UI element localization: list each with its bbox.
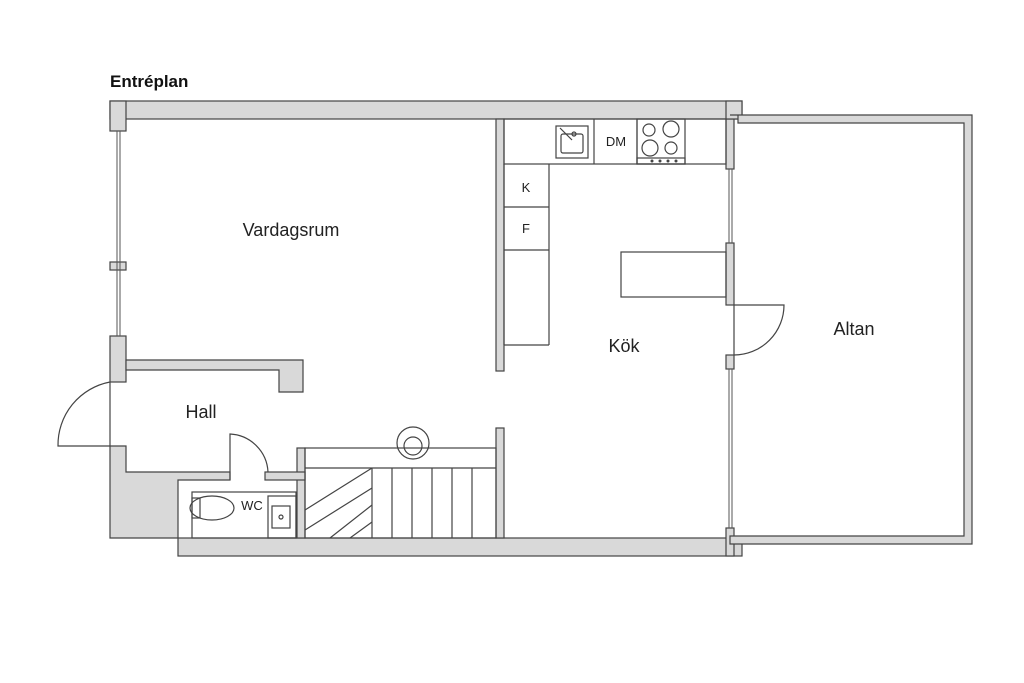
room-label-altan: Altan bbox=[833, 319, 874, 339]
terrace-frame bbox=[729, 114, 973, 545]
fridge-label: K bbox=[522, 180, 531, 195]
wall-top bbox=[109, 100, 743, 120]
wall-right-top bbox=[725, 118, 735, 170]
wall-center-upper bbox=[495, 118, 505, 372]
walls bbox=[109, 100, 743, 557]
wall-right-mid bbox=[725, 242, 735, 306]
room-label-kok: Kök bbox=[608, 336, 640, 356]
wall-left-mid bbox=[109, 335, 127, 383]
terrace-railing bbox=[729, 114, 973, 545]
wall-left-window-mullion bbox=[109, 261, 127, 271]
round-stove bbox=[396, 426, 430, 460]
room-label-vardagsrum: Vardagsrum bbox=[243, 220, 340, 240]
kitchen: DM K F bbox=[503, 118, 727, 346]
dishwasher-label: DM bbox=[606, 134, 626, 149]
wall-living-hall bbox=[125, 359, 304, 393]
wall-left-top bbox=[109, 100, 127, 132]
kitchen-sink bbox=[555, 125, 589, 159]
room-labels: Vardagsrum Kök Altan Hall WC bbox=[185, 220, 874, 513]
wall-center-lower bbox=[495, 427, 505, 539]
staircase bbox=[304, 426, 497, 539]
toilet bbox=[189, 495, 235, 521]
terrace-door bbox=[733, 304, 785, 356]
windows bbox=[116, 131, 733, 528]
floor-plan-title: Entréplan bbox=[110, 72, 189, 91]
kitchen-island bbox=[620, 251, 727, 298]
wc-fixtures bbox=[189, 491, 297, 539]
room-label-hall: Hall bbox=[185, 402, 216, 422]
wall-right-door-jamb bbox=[725, 354, 735, 370]
room-label-wc: WC bbox=[241, 498, 263, 513]
wall-wc-right bbox=[296, 447, 306, 539]
freezer-label: F bbox=[522, 221, 530, 236]
kitchen-counter-top bbox=[503, 118, 727, 165]
wc-sink bbox=[267, 495, 297, 539]
wall-wc-top bbox=[264, 471, 306, 481]
wall-bottom bbox=[177, 537, 743, 557]
front-door bbox=[57, 381, 111, 447]
wc-door bbox=[229, 433, 269, 480]
doors bbox=[57, 304, 785, 480]
